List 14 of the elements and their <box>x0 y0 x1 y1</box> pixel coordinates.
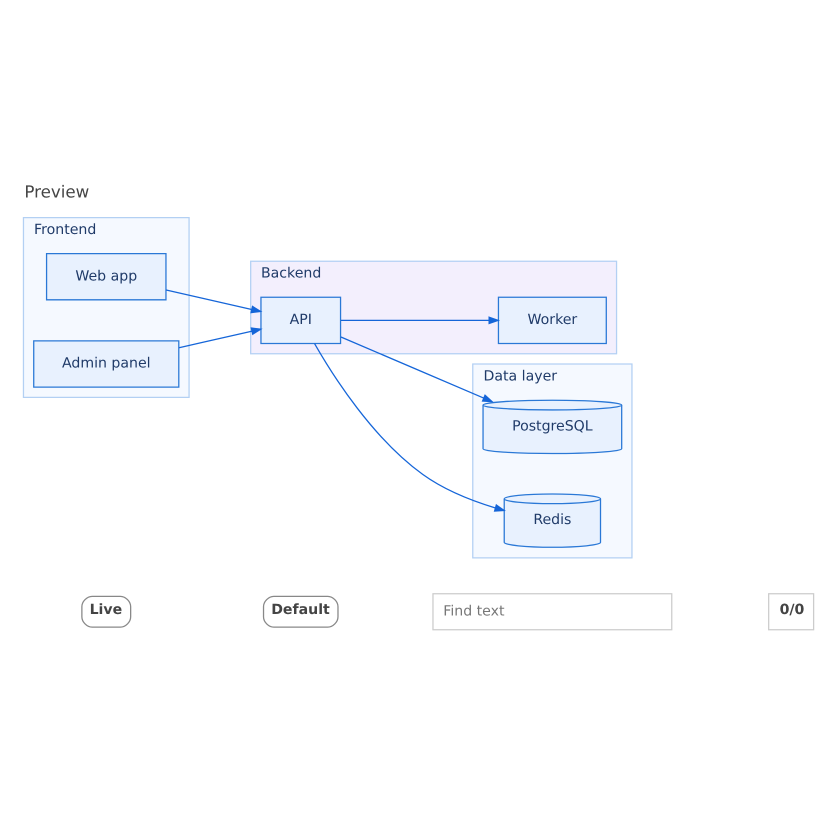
arrow <box>340 316 500 324</box>
node-box: Worker <box>498 296 607 344</box>
arrow <box>314 342 506 512</box>
label: 0/0 <box>780 602 804 618</box>
diagram-title: Preview <box>24 182 90 202</box>
node-box: API <box>260 296 342 344</box>
label: Live <box>90 602 122 618</box>
arrow <box>166 288 262 313</box>
label: Find text <box>443 602 504 619</box>
arrow <box>178 326 263 348</box>
arrow <box>340 336 494 402</box>
node-box: Web app <box>46 252 167 300</box>
label: Default <box>271 602 330 618</box>
node-box: Admin panel <box>33 340 180 388</box>
